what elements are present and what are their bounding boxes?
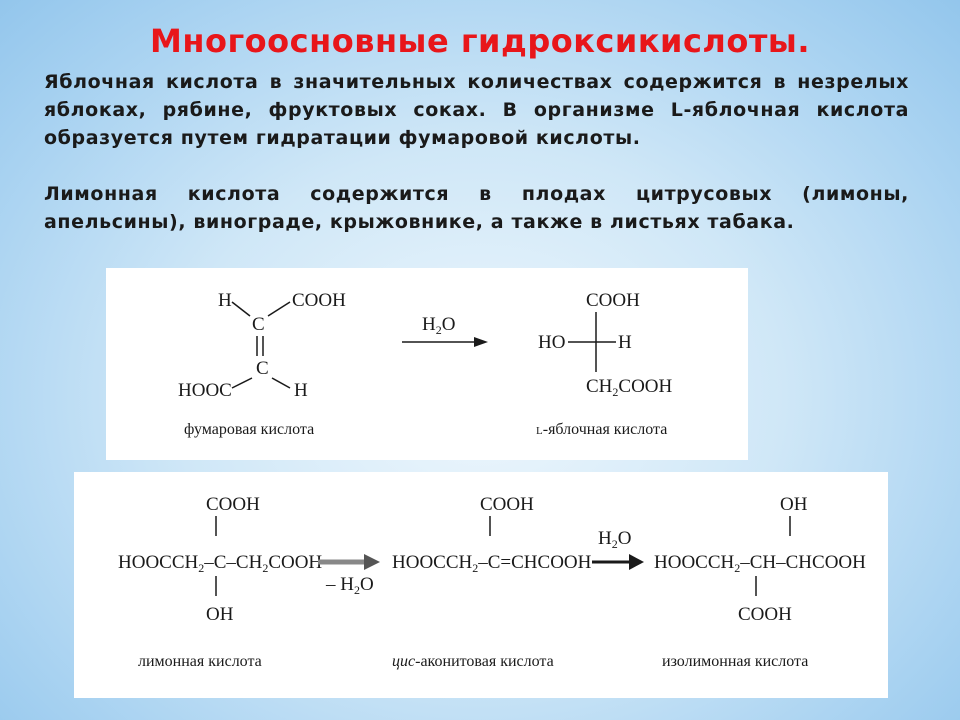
- caption-isocitric-acid: изолимонная кислота: [662, 653, 808, 670]
- citric-acid-structure: COOH HOOCCH2–C–CH2COOH OH лимонная кисло…: [118, 494, 322, 670]
- fumaric-hooc-bottom: HOOC: [178, 380, 232, 401]
- reaction-scheme-2: COOH HOOCCH2–C–CH2COOH OH лимонная кисло…: [118, 494, 866, 670]
- caption-citric-acid: лимонная кислота: [138, 653, 262, 670]
- malic-ho: HO: [538, 332, 565, 353]
- malic-h: H: [618, 332, 632, 353]
- fumaric-c-top: C: [252, 314, 265, 335]
- citric-cooh-top: COOH: [206, 494, 260, 515]
- citric-oh-bottom: OH: [206, 604, 234, 625]
- reaction-arrow-1: H2O: [402, 314, 488, 347]
- arrow2-label: H2O: [598, 528, 631, 551]
- isocitric-chain: HOOCCH2–CH–CHCOOH: [654, 552, 866, 575]
- aconitic-acid-structure: COOH HOOCCH2–C=CHCOOH цис-аконитовая кис…: [392, 494, 592, 670]
- paragraph-malic-acid: Яблочная кислота в значительных количест…: [44, 71, 909, 149]
- aconitic-chain: HOOCCH2–C=CHCOOH: [392, 552, 592, 575]
- reaction-panel-fumaric-to-malic: H C COOH C HOOC H фумаровая кислота H2O …: [106, 268, 748, 460]
- malic-acid-structure: COOH HO H CH2COOH L-яблочная кислота: [536, 290, 673, 438]
- fumaric-h-bottom: H: [294, 380, 308, 401]
- malic-cooh-top: COOH: [586, 290, 640, 311]
- malic-ch2cooh: CH2COOH: [586, 376, 673, 399]
- arrow1-label: – H2O: [325, 574, 374, 597]
- citric-chain: HOOCCH2–C–CH2COOH: [118, 552, 322, 575]
- fumaric-bonds: [231, 301, 291, 389]
- reaction-panel-citric-to-isocitric: COOH HOOCCH2–C–CH2COOH OH лимонная кисло…: [74, 472, 888, 698]
- caption-fumaric-acid: фумаровая кислота: [184, 421, 314, 438]
- slide-title: Многоосновные гидроксикислоты.: [150, 22, 810, 60]
- caption-malic-acid: L-яблочная кислота: [536, 421, 667, 438]
- fumaric-c-bottom: C: [256, 358, 269, 379]
- fumaric-h-top: H: [218, 290, 232, 311]
- fumaric-acid-structure: H C COOH C HOOC H фумаровая кислота: [178, 290, 346, 438]
- isocitric-acid-structure: OH HOOCCH2–CH–CHCOOH COOH изолимонная ки…: [654, 494, 866, 670]
- aconitic-cooh-top: COOH: [480, 494, 534, 515]
- fumaric-cooh-top: COOH: [292, 290, 346, 311]
- caption-aconitic-acid: цис-аконитовая кислота: [392, 653, 554, 670]
- reagent-water-1: H2O: [422, 314, 455, 337]
- reaction-scheme-1: H C COOH C HOOC H фумаровая кислота H2O …: [178, 290, 673, 438]
- isocitric-oh-top: OH: [780, 494, 808, 515]
- reaction-arrow-hydration: H2O: [592, 528, 644, 570]
- reaction-arrow-dehydration: – H2O: [318, 554, 380, 597]
- paragraph-citric-acid: Лимонная кислота содержится в плодах цит…: [44, 183, 909, 233]
- isocitric-cooh-bottom: COOH: [738, 604, 792, 625]
- malic-bonds: [568, 312, 616, 372]
